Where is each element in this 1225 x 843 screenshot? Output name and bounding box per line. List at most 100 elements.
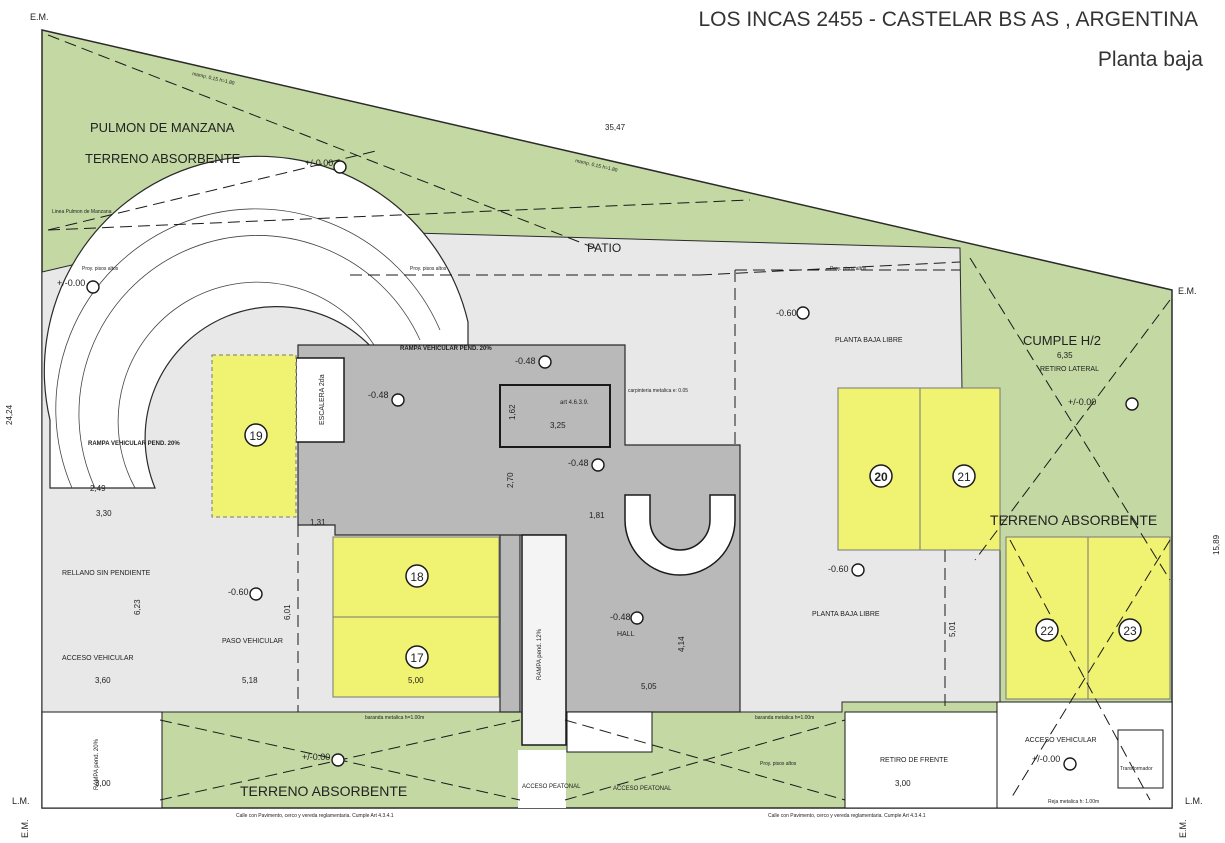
dim-left: 24,24: [5, 404, 14, 425]
level-patio: -0.60: [776, 308, 797, 318]
art-label: art 4.6.3.9.: [560, 400, 589, 406]
terreno-top-label: TERRENO ABSORBENTE: [85, 151, 241, 166]
note-proy-2: Proy. pisos altos: [410, 266, 447, 272]
dim-181: 1,81: [589, 511, 605, 520]
unit-18-label: 18: [410, 570, 424, 584]
patio-label: PATIO: [587, 241, 621, 255]
unit-23: [1087, 536, 1171, 700]
level-planta2: -0.60: [828, 564, 849, 574]
terreno-bottom-label: TERRENO ABSORBENTE: [240, 783, 407, 799]
dim-500: 5,00: [408, 676, 424, 685]
curved-ramp-line: [55, 208, 441, 489]
unit-21-label: 21: [957, 470, 971, 484]
terreno-right-label: TERRENO ABSORBENTE: [990, 512, 1157, 528]
dim-518: 5,18: [242, 676, 258, 685]
retiro-frente-label: RETIRO DE FRENTE: [880, 757, 948, 764]
dim-601: 6,01: [283, 604, 292, 620]
dim-cumple: 6,35: [1057, 351, 1073, 360]
level-center: -0.48: [515, 356, 536, 366]
front-ramp-box: [41, 711, 163, 809]
unit-22: [1005, 536, 1089, 700]
rampa-center-label: RAMPA pend. 12%: [537, 628, 543, 680]
pedestrian-access: [518, 750, 566, 808]
dim-300a: 3,00: [95, 779, 111, 788]
unit-17-label: 17: [410, 651, 424, 665]
level-bottom-left: +/-0.00: [302, 752, 330, 762]
rampa-left-label: RAMPA VEHICULAR PEND. 20%: [88, 441, 180, 447]
dim-360: 3,60: [95, 676, 111, 685]
escalera-box: [295, 357, 345, 443]
unit-22-label: 22: [1040, 624, 1054, 638]
dim-right: 15,89: [1212, 534, 1221, 555]
unit-19-label: 19: [249, 429, 263, 443]
dim-131: 1,31: [310, 518, 326, 527]
dim-325: 3,25: [550, 421, 566, 430]
pulmon-label: PULMON DE MANZANA: [90, 120, 235, 135]
em-top-right: E.M.: [1178, 286, 1197, 296]
level-hall: -0.48: [610, 612, 631, 622]
transformer-box: [1117, 729, 1164, 789]
em-bottom-right: E.M.: [1178, 819, 1188, 838]
acceso-peatonal-1-label: ACCESO PEATONAL: [522, 784, 581, 790]
curved-ramp-line-2: [78, 235, 421, 489]
unit-20-label: 20: [874, 470, 888, 484]
level-right: +/-0.00: [1068, 397, 1096, 407]
stair-box: [499, 384, 611, 448]
note-proy-4: Proy. pisos altos: [760, 761, 797, 767]
floor-title: Planta baja: [1098, 48, 1203, 71]
dim-501: 5,01: [948, 621, 957, 637]
acceso-vehicular-left-label: ACCESO VEHICULAR: [62, 655, 134, 662]
reja-label: Reja metalica h: 1.00m: [1048, 799, 1099, 805]
note-baranda-1: baranda metalica h=1.00m: [365, 715, 424, 721]
dim-top: 35,47: [605, 123, 626, 132]
note-proy-3: Proy. pisos altos: [830, 266, 867, 272]
cumple-label: CUMPLE H/2: [1023, 333, 1101, 348]
street-2-label: Calle con Pavimento, cerco y vereda regl…: [768, 813, 926, 819]
level-markers: [86, 160, 1139, 771]
level-left: +/-0.00: [57, 278, 85, 288]
em-top-left: E.M.: [30, 12, 49, 22]
entry-stairs: [566, 711, 653, 753]
rellano-label: RELLANO SIN PENDIENTE: [62, 570, 151, 577]
acceso-peatonal-2-label: ACCESO PEATONAL: [613, 786, 672, 792]
unit-circles: [244, 423, 1142, 669]
carpinteria-label: carpinteria metalica e: 0.05: [628, 388, 688, 394]
dim-623: 6,23: [133, 599, 142, 615]
planta-libre-1-label: PLANTA BAJA LIBRE: [835, 337, 903, 344]
escalera-label: ESCALERA 2da: [319, 374, 326, 425]
dim-505: 5,05: [641, 682, 657, 691]
core-area: [297, 344, 741, 713]
level-hall-top: -0.48: [568, 458, 589, 468]
dim-414: 4,14: [677, 636, 686, 652]
street-1-label: Calle con Pavimento, cerco y vereda regl…: [236, 813, 394, 819]
paso-vehicular-label: PASO VEHICULAR: [222, 638, 283, 645]
em-bottom-left: E.M.: [20, 819, 30, 838]
level-bottom-right: +/-0.00: [1032, 754, 1060, 764]
ramp-12: [521, 534, 567, 746]
linea-pulmon-label: Linea Pulmon de Manzana: [52, 209, 112, 215]
rampa-curve-label: RAMPA VEHICULAR PEND. 20%: [400, 346, 492, 352]
address-title: LOS INCAS 2455 - CASTELAR BS AS , ARGENT…: [698, 8, 1198, 31]
acceso-vehicular-right-label: ACCESO VEHICULAR: [1025, 737, 1097, 744]
dim-270: 2,70: [506, 472, 515, 488]
level-paso: -0.60: [228, 587, 249, 597]
curved-ramp-line-3: [117, 281, 381, 489]
transformador-label: Transformador: [1120, 766, 1153, 772]
unit-23-label: 23: [1123, 624, 1137, 638]
hall-label: HALL: [617, 631, 635, 638]
dim-249: 2,49: [90, 484, 106, 493]
retiro-lateral-label: RETIRO LATERAL: [1040, 366, 1099, 373]
dim-330: 3,30: [96, 509, 112, 518]
lm-left: L.M.: [12, 796, 30, 806]
dim-300b: 3,00: [895, 779, 911, 788]
level-stair: -0.48: [368, 390, 389, 400]
planta-libre-2-label: PLANTA BAJA LIBRE: [812, 611, 880, 618]
note-proy-1: Proy. pisos altos: [82, 266, 119, 272]
level-top: +/-0.00: [305, 158, 333, 168]
rampa-bottom-label: RAMPA pend. 20%: [94, 738, 100, 790]
spiral-stair: [624, 494, 736, 576]
dim-162: 1,62: [508, 404, 517, 420]
lm-right: L.M.: [1185, 796, 1203, 806]
